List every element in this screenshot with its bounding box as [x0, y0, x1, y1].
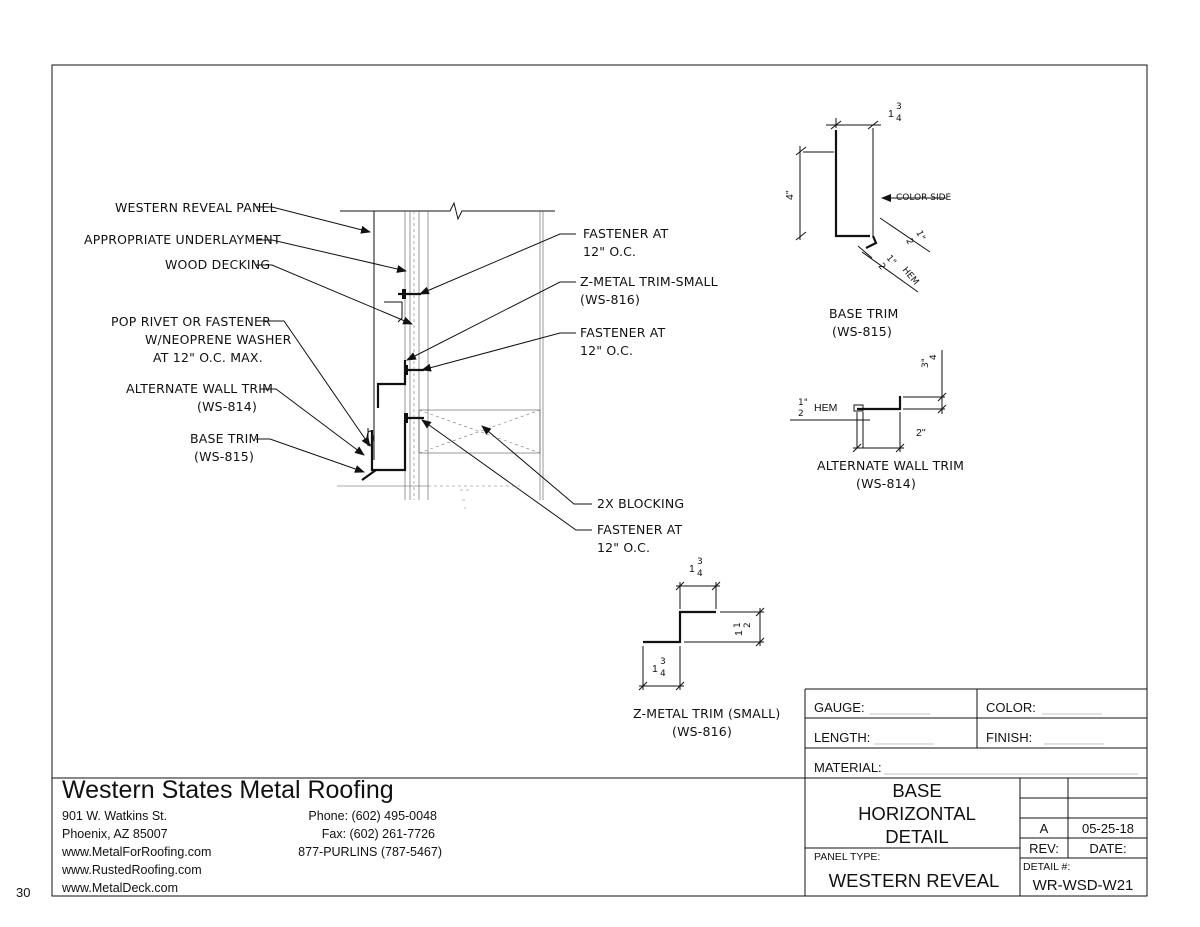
base-trim-dim-height: 4" — [784, 190, 796, 200]
company-website-2[interactable]: www.RustedRoofing.com — [61, 863, 202, 877]
base-trim-dim-half: 1" — [913, 229, 926, 242]
alternate-wall-trim-profile: 3" 4 1" 2 HEM 2" ALTERNATE WALL TRIM (WS… — [790, 350, 964, 491]
company-fax: Fax: (602) 261-7726 — [322, 827, 435, 841]
z-trim-name: Z-METAL TRIM (SMALL) — [633, 706, 780, 721]
date-label: DATE: — [1089, 841, 1126, 856]
label-pop-rivet-3: AT 12" O.C. MAX. — [153, 350, 263, 365]
base-trim-hem: HEM — [900, 266, 921, 288]
z-metal-trim-profile: 1 3 4 1 1 2 1 3 4 Z-METAL TRIM (SMALL) (… — [633, 557, 780, 739]
detail-title-line-3: DETAIL — [885, 826, 948, 847]
alt-trim-dim-width: 2" — [916, 427, 926, 439]
company-name: Western States Metal Roofing — [62, 776, 394, 804]
detail-title-line-2: HORIZONTAL — [858, 803, 976, 824]
left-callouts: WESTERN REVEAL PANEL APPROPRIATE UNDERLA… — [84, 200, 413, 473]
label-alternate-wall-trim: ALTERNATE WALL TRIM — [126, 381, 273, 396]
company-website-1[interactable]: www.MetalForRoofing.com — [61, 845, 211, 859]
label-alternate-wall-trim-code: (WS-814) — [197, 399, 257, 414]
label-fastener-3: FASTENER AT — [597, 522, 683, 537]
label-z-metal-trim: Z-METAL TRIM-SMALL — [580, 274, 718, 289]
alt-trim-code: (WS-814) — [856, 476, 916, 491]
detail-number: WR-WSD-W21 — [1033, 877, 1134, 894]
label-fastener-1-oc: 12" O.C. — [583, 244, 636, 259]
base-trim-hem-den: 2 — [876, 262, 887, 273]
panel-type-label: PANEL TYPE: — [814, 851, 880, 863]
alt-trim-name: ALTERNATE WALL TRIM — [817, 458, 964, 473]
base-trim-dim-top-den: 4 — [896, 114, 902, 124]
z-trim-code: (WS-816) — [672, 724, 732, 739]
z-trim-dim-bottom-den: 4 — [660, 669, 666, 679]
right-callouts: FASTENER AT 12" O.C. Z-METAL TRIM-SMALL … — [406, 226, 718, 555]
z-trim-dim-top-den: 4 — [697, 569, 703, 579]
rev-label: REV: — [1029, 841, 1059, 856]
alt-trim-hem-den: 2 — [798, 409, 804, 419]
detail-title-line-1: BASE — [892, 780, 941, 801]
alt-trim-hem: HEM — [814, 402, 837, 414]
date-value: 05-25-18 — [1082, 821, 1134, 836]
label-underlayment: APPROPRIATE UNDERLAYMENT — [84, 232, 281, 247]
label-fastener-3-oc: 12" O.C. — [597, 540, 650, 555]
z-trim-dim-right-den: 2 — [743, 622, 753, 628]
panel-type-value: WESTERN REVEAL — [829, 870, 1000, 891]
base-trim-profile: 1 3 4 4" COLOR SIDE 1" 2 1" 2 HEM BASE T… — [784, 102, 952, 339]
length-label: LENGTH: — [814, 730, 870, 745]
finish-label: FINISH: — [986, 730, 1032, 745]
alt-trim-dim-right-den: 4 — [929, 354, 939, 360]
base-trim-dim-half-den: 2 — [903, 237, 914, 246]
alt-trim-hem-num: 1" — [798, 398, 808, 408]
label-wood-decking: WOOD DECKING — [165, 257, 270, 272]
z-trim-dim-bottom-num: 3 — [660, 657, 666, 667]
section-detail — [337, 201, 555, 509]
z-trim-dim-right-num: 1 — [733, 622, 743, 628]
company-tollfree: 877-PURLINS (787-5467) — [298, 845, 442, 859]
title-block: GAUGE: COLOR: LENGTH: FINISH: MATERIAL: … — [52, 688, 1147, 896]
company-address-2: Phoenix, AZ 85007 — [62, 827, 168, 841]
detail-number-label: DETAIL #: — [1023, 861, 1070, 873]
page-number: 30 — [16, 885, 30, 900]
label-pop-rivet-1: POP RIVET OR FASTENER — [111, 314, 271, 329]
label-western-reveal-panel: WESTERN REVEAL PANEL — [115, 200, 277, 215]
base-trim-dim-top-num: 3 — [896, 102, 902, 112]
company-info: Western States Metal Roofing 901 W. Watk… — [61, 776, 442, 895]
label-pop-rivet-2: W/NEOPRENE WASHER — [145, 332, 292, 347]
label-base-trim-code: (WS-815) — [194, 449, 254, 464]
label-fastener-1: FASTENER AT — [583, 226, 669, 241]
label-2x-blocking: 2X BLOCKING — [597, 496, 684, 511]
z-trim-dim-top-whole: 1 — [689, 563, 695, 575]
material-label: MATERIAL: — [814, 760, 882, 775]
alt-trim-dim-right: 3" — [921, 358, 931, 368]
base-trim-dim-top-whole: 1 — [888, 108, 894, 120]
label-fastener-2: FASTENER AT — [580, 325, 666, 340]
rev-value: A — [1040, 821, 1049, 836]
base-trim-code: (WS-815) — [832, 324, 892, 339]
base-trim-name: BASE TRIM — [829, 306, 899, 321]
company-address-1: 901 W. Watkins St. — [62, 809, 167, 823]
base-trim-hem-value: 1" — [884, 254, 898, 268]
sheet-border — [51, 64, 1148, 897]
color-label: COLOR: — [986, 700, 1036, 715]
z-trim-dim-top-num: 3 — [697, 557, 703, 567]
z-trim-dim-bottom-whole: 1 — [652, 663, 658, 675]
label-base-trim: BASE TRIM — [190, 431, 260, 446]
company-phone: Phone: (602) 495-0048 — [308, 809, 437, 823]
z-trim-dim-right-whole: 1 — [733, 630, 745, 636]
gauge-label: GAUGE: — [814, 700, 865, 715]
company-website-3[interactable]: www.MetalDeck.com — [61, 881, 178, 895]
label-fastener-2-oc: 12" O.C. — [580, 343, 633, 358]
label-z-metal-trim-code: (WS-816) — [580, 292, 640, 307]
